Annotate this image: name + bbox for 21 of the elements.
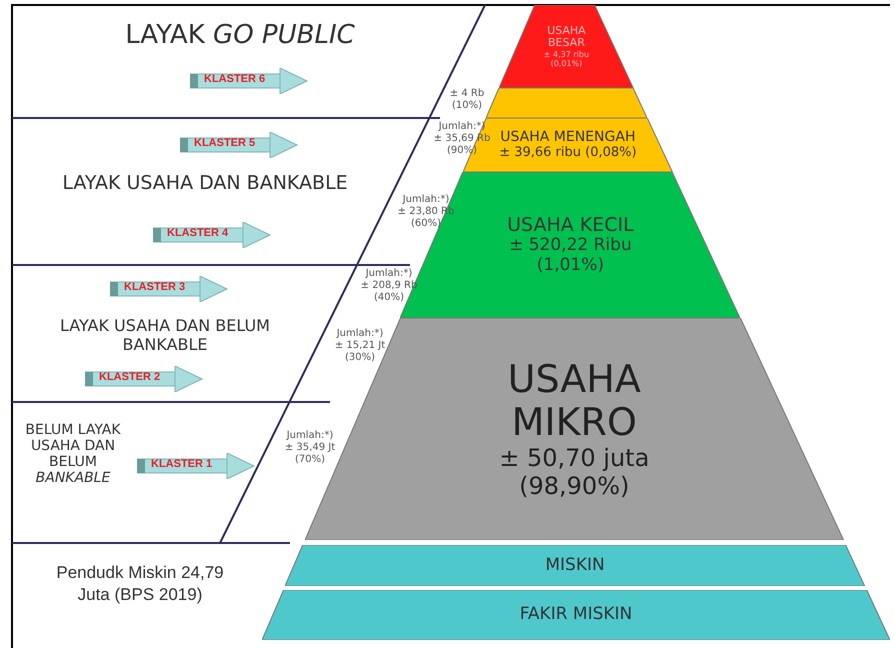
category-label: LAYAK GO PUBLIC <box>124 20 356 50</box>
tier-label: ± 520,22 Ribu (1,01%) <box>508 236 633 276</box>
category-label: BELUM LAYAK USAHA DAN BELUM BANKABLE <box>24 422 122 486</box>
category-label: LAYAK USAHA DAN BANKABLE <box>61 172 349 194</box>
pyramid-tier <box>499 5 634 88</box>
count-note: ± 4 Rb (10%) <box>449 88 485 112</box>
tier-label: USAHA BESAR <box>546 24 587 50</box>
tier-label: USAHA KECIL <box>507 214 634 236</box>
tier-label: USAHA MIKRO <box>506 358 642 446</box>
pyramid-tier <box>262 590 890 640</box>
tier-label: USAHA MENENGAH <box>500 129 636 146</box>
pyramid-tier <box>285 545 865 586</box>
category-label: LAYAK USAHA DAN BELUM BANKABLE <box>59 316 271 354</box>
count-note: Jumlah:*) ± 15,21 Jt (30%) <box>334 328 386 364</box>
tier-label: ± 50,70 juta (98,90%) <box>498 445 650 500</box>
category-label: Pendudk Miskin 24,79 Juta (BPS 2019) <box>55 562 225 606</box>
tier-label: FAKIR MISKIN <box>520 605 632 625</box>
tier-label: ± 39,66 ribu (0,08%) <box>499 146 637 161</box>
tier-label: MISKIN <box>545 556 605 576</box>
count-note: Jumlah:*) ± 35,49 Jt (70%) <box>284 430 336 466</box>
tier-label: ± 4,37 ribu (0,01%) <box>542 50 590 68</box>
